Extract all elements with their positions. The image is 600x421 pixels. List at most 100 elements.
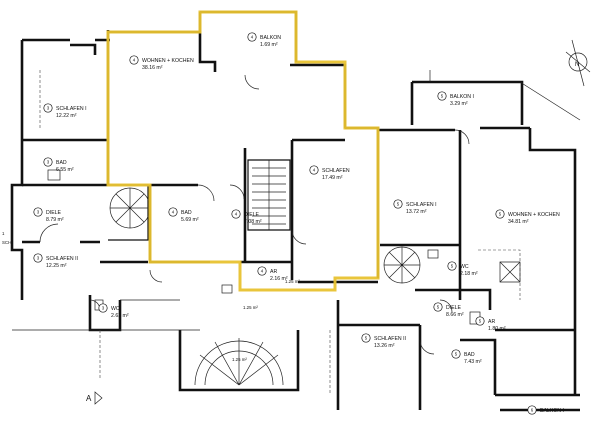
room-number: 5 (479, 319, 482, 324)
room-number: 4 (261, 269, 264, 274)
entrance-stair (194, 338, 284, 386)
room-area: 13.26 m² (374, 343, 395, 349)
room-number-badge (257, 266, 267, 276)
corner-label: 1 SCH (2, 231, 11, 245)
room-number: 3 (47, 160, 50, 165)
room-number-badge (475, 316, 485, 326)
room-name: WC (111, 306, 120, 312)
room-label-schlafen-3a: 3 SCHLAFEN I12.22 m² (43, 103, 87, 119)
room-name: WOHNEN + KOCHEN (142, 58, 194, 64)
room-name: BALKON (260, 35, 281, 41)
room-number-badge (247, 32, 257, 42)
room-area: 12.25 m² (46, 263, 67, 269)
room-name: SCHLAFEN I (56, 106, 87, 112)
stair-area-label: 1.25 m² (232, 357, 247, 362)
room-name: BAD (56, 160, 67, 166)
room-name: SCHLAFEN (322, 168, 350, 174)
room-name: DIELE (446, 305, 462, 311)
room-area: 13.72 m² (406, 209, 427, 215)
room-area: 2.16 m² (270, 276, 288, 282)
room-area: 34.81 m² (508, 219, 529, 225)
room-name: SCHLAFEN II (374, 336, 406, 342)
room-number: 4 (133, 58, 136, 63)
room-name: AR (488, 319, 495, 325)
room-name: BAD (181, 210, 192, 216)
room-name: SCHLAFEN I (406, 202, 437, 208)
room-number-badge (437, 91, 447, 101)
central-straight-stair (252, 160, 286, 230)
room-label-balkon-6: 6 BALKON I (527, 405, 564, 415)
room-area: 3.29 m² (450, 101, 468, 107)
right-spiral-stair (383, 246, 421, 284)
stair-area-labels: 1.25 m² 1.25 m² 1.25 m² (232, 279, 300, 362)
room-area: 1.80 m² (488, 326, 506, 332)
stair-area-label: 1.25 m² (285, 279, 300, 284)
room-number: 3 (47, 106, 50, 111)
room-number: 4 (251, 35, 254, 40)
section-marker: A (86, 391, 103, 405)
room-number: 4 (172, 210, 175, 215)
room-area: 17.49 m² (322, 175, 343, 181)
room-area: 6.55 m² (56, 167, 74, 173)
room-number-badge (433, 302, 443, 312)
room-number: 5 (455, 352, 458, 357)
room-number: 4 (313, 168, 316, 173)
stair-area-label: 1.25 m² (243, 305, 258, 310)
room-number: 5 (499, 212, 502, 217)
north-label: N (575, 62, 579, 68)
room-number-badge (231, 209, 241, 219)
room-number-badge (129, 55, 139, 65)
corner-text: SCH (2, 240, 11, 245)
room-name: BAD (464, 352, 475, 358)
apartment-4-highlight (106, 10, 380, 292)
room-number-badge (393, 199, 403, 209)
room-number-badge (33, 253, 43, 263)
room-label-ar-4: 4 AR2.16 m² (257, 266, 288, 282)
room-number-badge (451, 349, 461, 359)
room-number: 4 (235, 212, 238, 217)
room-label-schlafen-5a: 5 SCHLAFEN I13.72 m² (393, 199, 437, 215)
room-number-badge (361, 333, 371, 343)
room-number-badge (447, 261, 457, 271)
room-number-badge (33, 207, 43, 217)
room-number-badge (43, 103, 53, 113)
interior-lines (12, 70, 581, 395)
room-number: 6 (531, 408, 534, 413)
corner-num: 1 (2, 231, 5, 236)
room-number-badge (495, 209, 505, 219)
room-area: 12.22 m² (56, 113, 77, 119)
section-label: A (86, 394, 92, 403)
room-number: 5 (397, 202, 400, 207)
room-name: BALKON I (540, 408, 564, 414)
room-number: 3 (102, 306, 105, 311)
room-area: 2.18 m² (460, 271, 478, 277)
room-number: 5 (365, 336, 368, 341)
room-number-badge (309, 165, 319, 175)
room-name: AR (270, 269, 277, 275)
room-number: 3 (37, 256, 40, 261)
room-name: WOHNEN + KOCHEN (508, 212, 560, 218)
room-number-badge (168, 207, 178, 217)
room-area: 1.69 m² (260, 42, 278, 48)
room-number: 5 (441, 94, 444, 99)
room-number-badge (43, 157, 53, 167)
room-name: WC (460, 264, 469, 270)
room-name: SCHLAFEN II (46, 256, 78, 262)
room-name: DIELE (46, 210, 62, 216)
